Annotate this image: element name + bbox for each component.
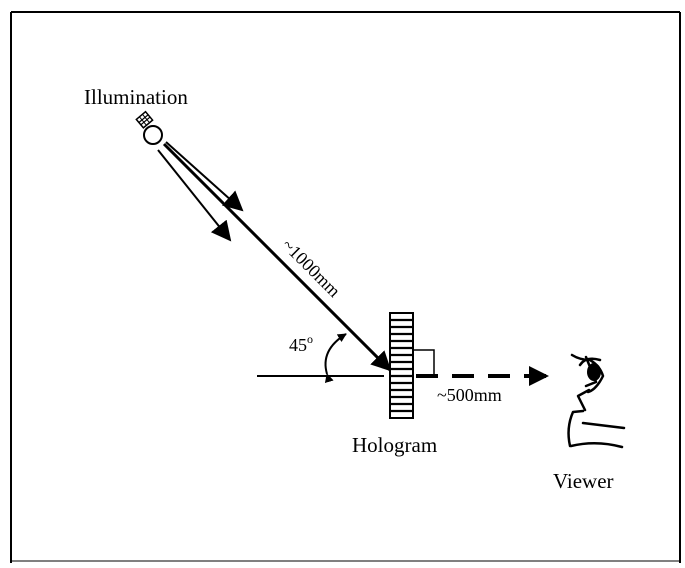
angle-value: 45 [289, 335, 307, 355]
hologram-icon [389, 312, 414, 419]
viewer-face-icon [567, 353, 626, 449]
main-beam-arrow [162, 142, 392, 372]
ray-arrow-upper [165, 141, 244, 212]
ray-arrow-lower [157, 149, 232, 242]
light-bulb-icon [135, 110, 163, 145]
viewer-distance-label: ~500mm [437, 385, 502, 405]
angle-label: 45o [289, 332, 313, 355]
angle-arc-arrow [324, 333, 347, 384]
angle-unit: o [307, 332, 313, 346]
illumination-label: Illumination [84, 85, 188, 109]
viewer-label: Viewer [553, 469, 614, 493]
illumination-rays [157, 141, 392, 372]
figure-frame [10, 11, 681, 563]
distance-bracket [413, 349, 435, 374]
hologram-label: Hologram [352, 433, 437, 457]
